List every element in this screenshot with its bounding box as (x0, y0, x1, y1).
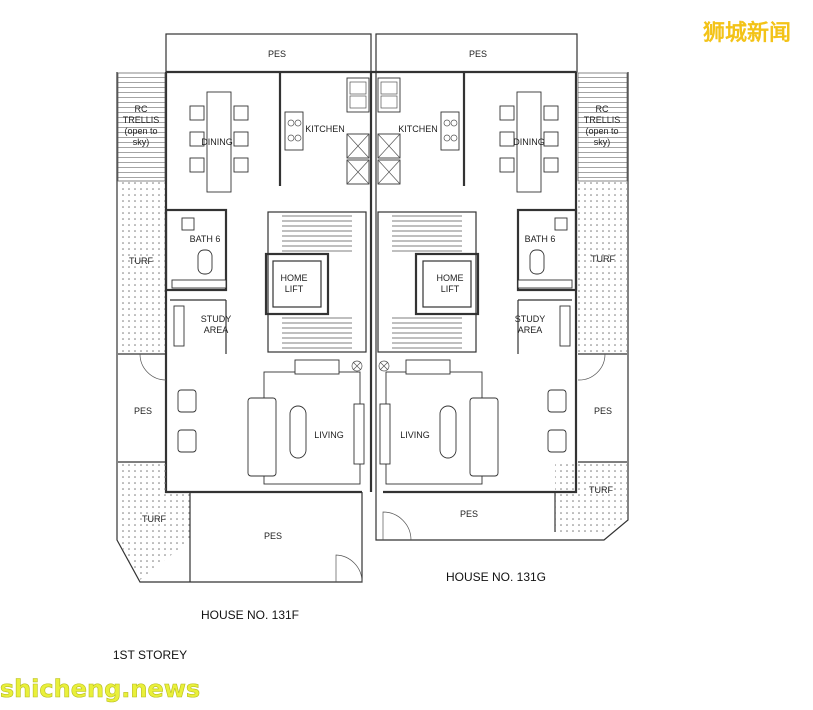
label-study-right-2: AREA (518, 325, 543, 335)
bath-left (164, 208, 228, 292)
label-pes-front-left: PES (264, 531, 282, 541)
label-kitchen-left: KITCHEN (305, 124, 345, 134)
storey-label: 1ST STOREY (113, 648, 187, 662)
label-pes-front-right: PES (460, 509, 478, 519)
bath-right (516, 208, 578, 292)
label-pes-top-left: PES (268, 49, 286, 59)
label-lift-left-2: LIFT (285, 284, 304, 294)
label-study-left-1: STUDY (201, 314, 232, 324)
label-study-left-2: AREA (204, 325, 229, 335)
stair-treads (282, 215, 462, 349)
label-trellis-right-1: RC (596, 104, 609, 114)
label-turf-left-upper: TURF (129, 256, 153, 266)
label-study-right-1: STUDY (515, 314, 546, 324)
right-boundary (375, 72, 629, 541)
house-label-right: HOUSE NO. 131G (446, 570, 546, 584)
label-bath-right: BATH 6 (525, 234, 556, 244)
living-rug-left (263, 371, 361, 485)
label-turf-left-lower: TURF (142, 514, 166, 524)
label-pes-top-right: PES (469, 49, 487, 59)
label-turf-right-upper: TURF (591, 254, 615, 264)
label-trellis-right-3: (open to (585, 126, 618, 136)
dining-table-right (516, 91, 542, 193)
trellis-right (578, 73, 627, 181)
turf-right-upper (578, 182, 627, 354)
left-boundary (116, 72, 363, 583)
label-trellis-left-4: sky) (133, 137, 150, 147)
label-trellis-left-3: (open to (124, 126, 157, 136)
label-bath-left: BATH 6 (190, 234, 221, 244)
label-pes-side-right: PES (594, 406, 612, 416)
house-label-left: HOUSE NO. 131F (201, 608, 299, 622)
watermark-bottom-left: shicheng.news (0, 675, 200, 703)
label-trellis-left-1: RC (135, 104, 148, 114)
dining-table-left (206, 91, 232, 193)
label-lift-right-1: HOME (437, 273, 464, 283)
turf-left-upper (118, 182, 165, 354)
label-living-right: LIVING (400, 430, 430, 440)
stair-left (267, 211, 367, 353)
turf-right-lower (555, 462, 627, 532)
home-lift-right (414, 252, 480, 316)
label-turf-right-lower: TURF (589, 485, 613, 495)
stair-right (377, 211, 477, 353)
label-pes-side-left: PES (134, 406, 152, 416)
label-kitchen-right: KITCHEN (398, 124, 438, 134)
label-trellis-right-2: TRELLIS (584, 115, 621, 125)
label-dining-left: DINING (201, 137, 233, 147)
label-trellis-right-4: sky) (594, 137, 611, 147)
label-trellis-left-2: TRELLIS (123, 115, 160, 125)
living-rug-right (385, 371, 483, 485)
watermark-top-right: 狮城新闻 (703, 20, 791, 46)
turf-left-lower (118, 462, 190, 580)
label-living-left: LIVING (314, 430, 344, 440)
trellis-left (118, 73, 165, 181)
label-dining-right: DINING (513, 137, 545, 147)
home-lift-left (264, 252, 330, 316)
label-lift-right-2: LIFT (441, 284, 460, 294)
label-lift-left-1: HOME (281, 273, 308, 283)
